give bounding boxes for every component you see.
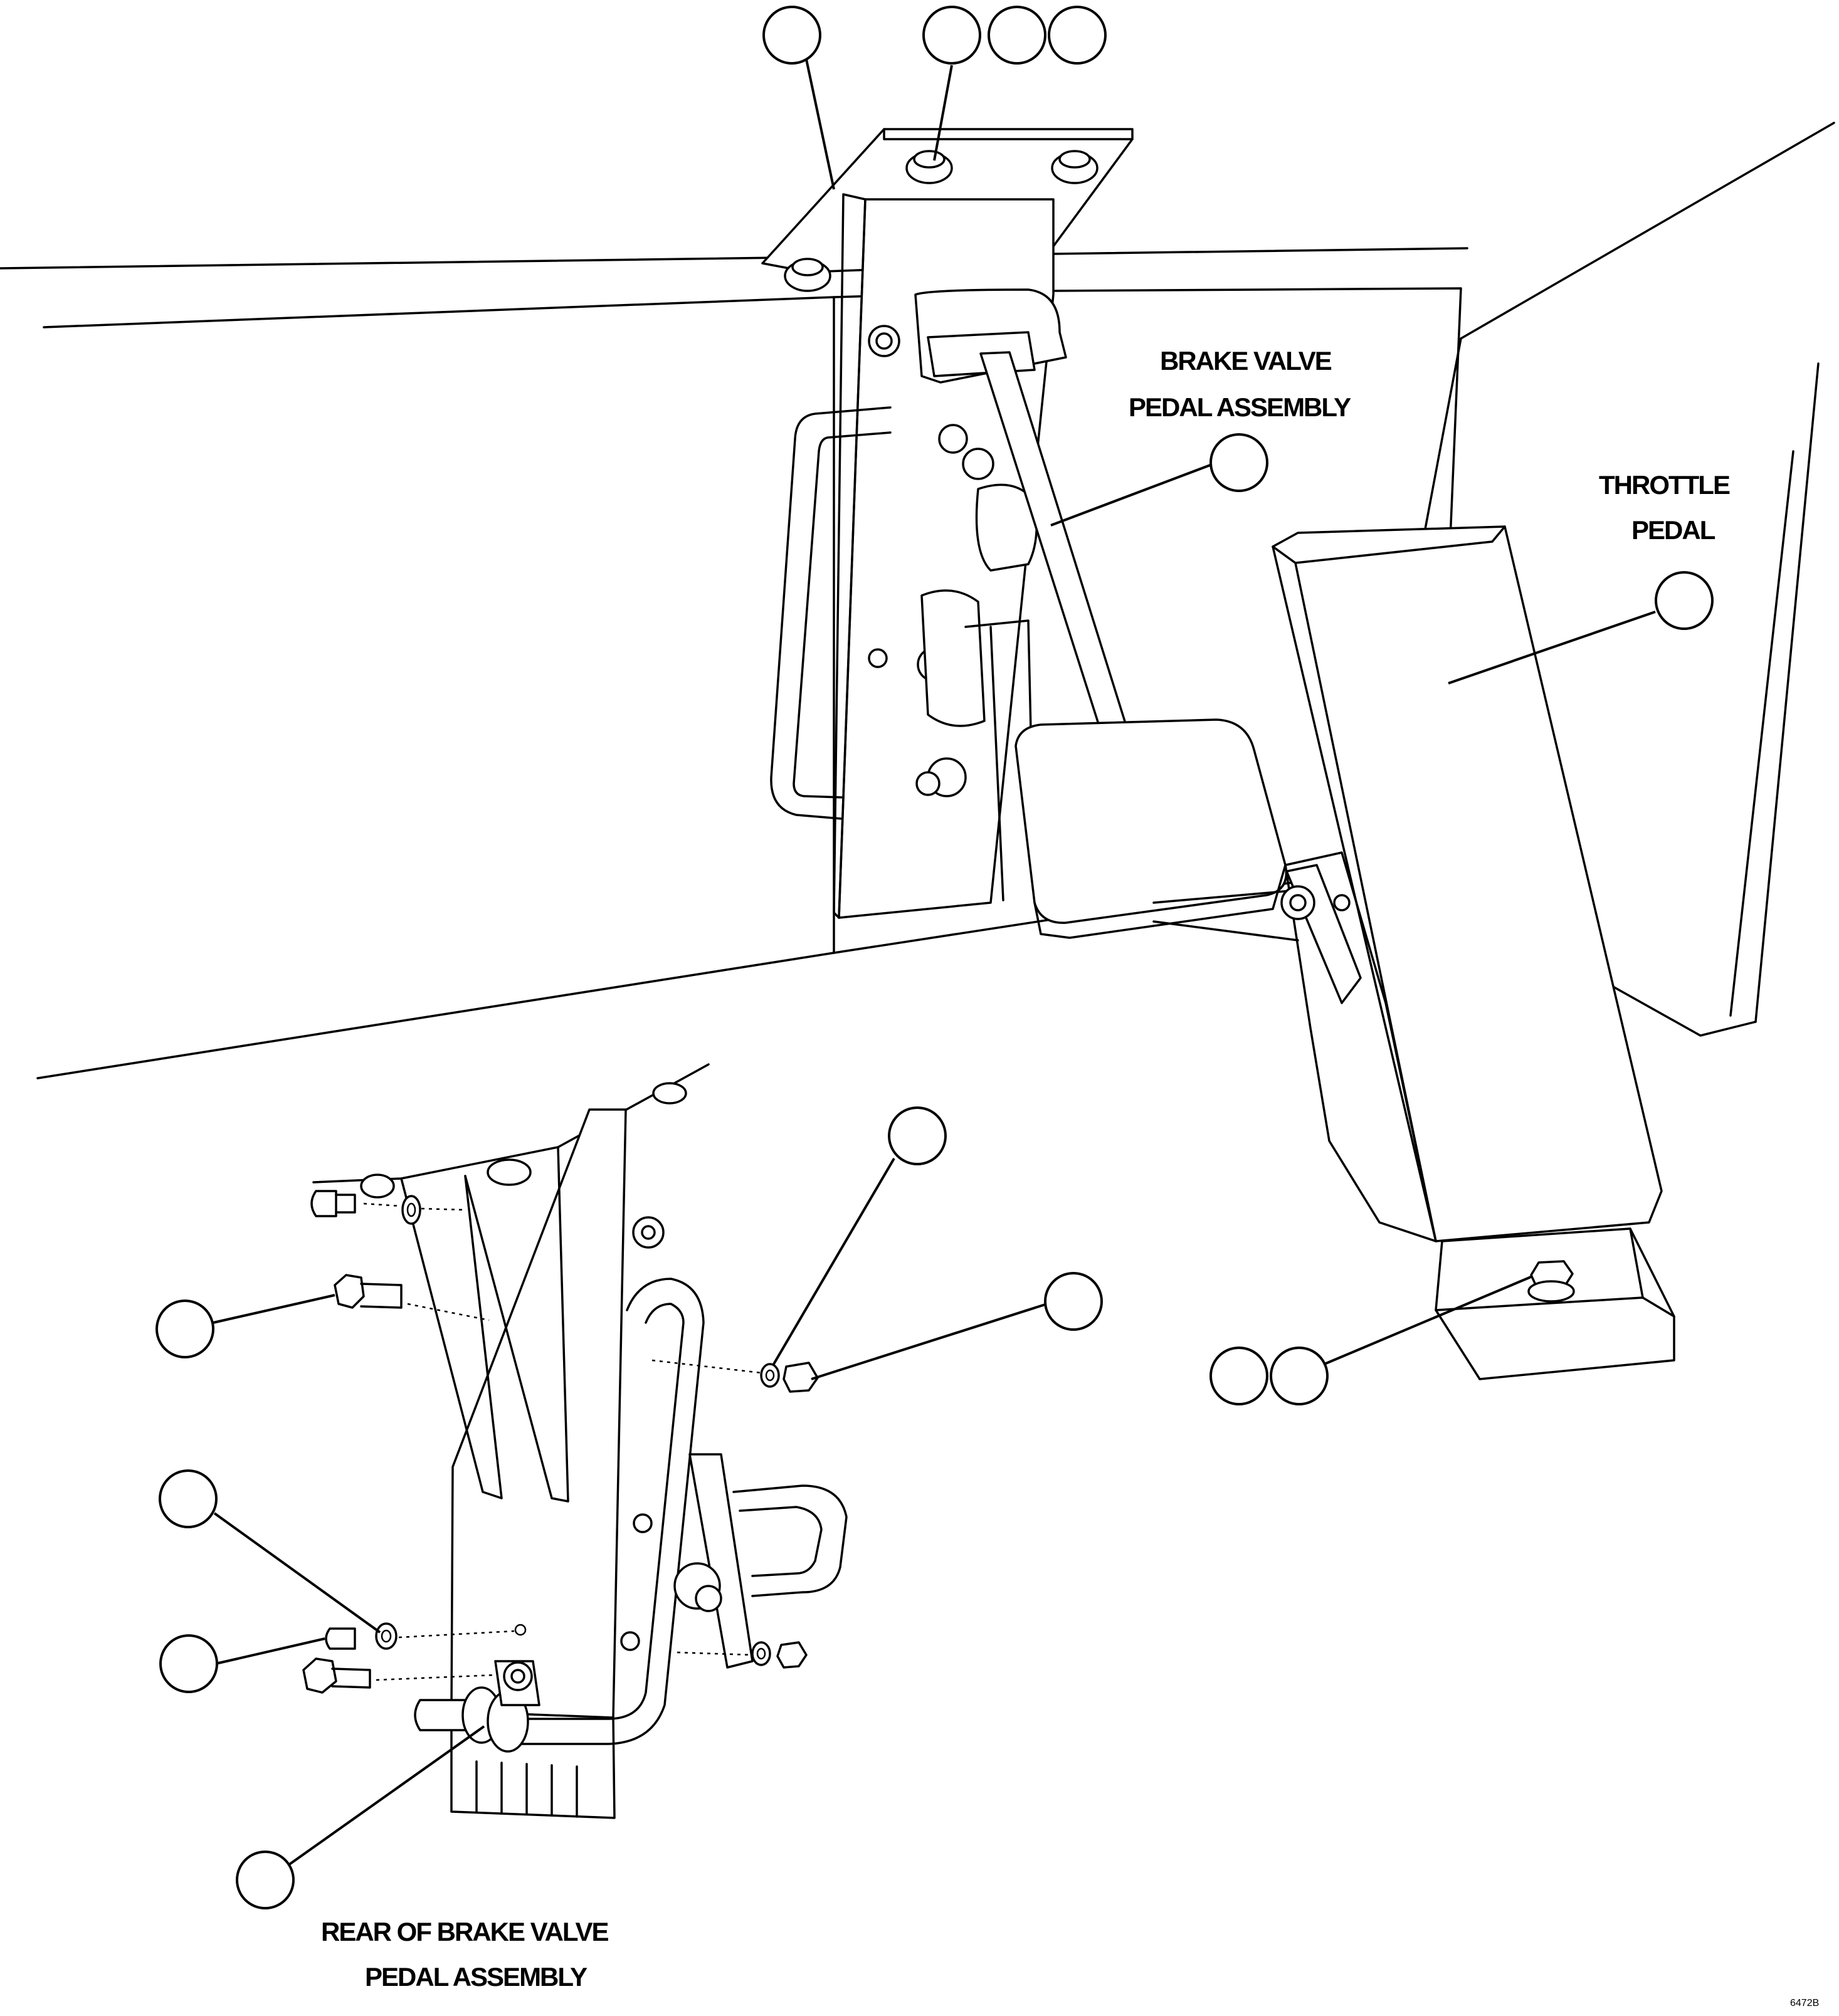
throttle-label-line2: PEDAL: [1631, 515, 1715, 545]
text-labels: BRAKE VALVE PEDAL ASSEMBLY THROTTLE PEDA…: [321, 346, 1819, 2008]
leader-lines: [213, 56, 1656, 1868]
figure-code: 6472B: [1790, 1998, 1819, 2008]
callout-nut-c: [1048, 6, 1107, 65]
callout-throttle-bolt-b: [1270, 1347, 1329, 1405]
callout-washer-right: [888, 1106, 947, 1165]
callout-brake-pedal: [1209, 433, 1268, 492]
plate-nuts: [784, 150, 1099, 292]
brake-valve-label-line1: BRAKE VALVE: [1160, 346, 1332, 375]
callout-nut-right: [1044, 1272, 1103, 1331]
callout-throttle-pedal: [1655, 571, 1714, 630]
callout-clevis: [236, 1851, 295, 1909]
callout-plate: [762, 6, 821, 65]
callout-nut-b: [988, 6, 1046, 65]
brake-valve-label-line2: PEDAL ASSEMBLY: [1129, 392, 1351, 422]
callout-throttle-bolt-a: [1209, 1347, 1268, 1405]
callout-bolt-left: [155, 1299, 214, 1358]
rear-label-line1: REAR OF BRAKE VALVE: [321, 1917, 608, 1946]
exploded-hardware: [302, 1190, 819, 1694]
throttle-pedal-assembly: [1272, 525, 1675, 1380]
rear-label-line2: PEDAL ASSEMBLY: [365, 1962, 588, 1992]
callout-washer-left: [159, 1469, 218, 1528]
brake-valve-pedal-assembly: [761, 128, 1299, 942]
callout-screw-left: [159, 1634, 218, 1693]
side-panel: [1422, 122, 1835, 1037]
callout-nut-a: [922, 6, 981, 65]
rear-brake-valve-assembly: [302, 1063, 848, 1819]
callout-balloons: [155, 6, 1714, 1909]
throttle-label-line1: THROTTLE: [1599, 470, 1730, 500]
